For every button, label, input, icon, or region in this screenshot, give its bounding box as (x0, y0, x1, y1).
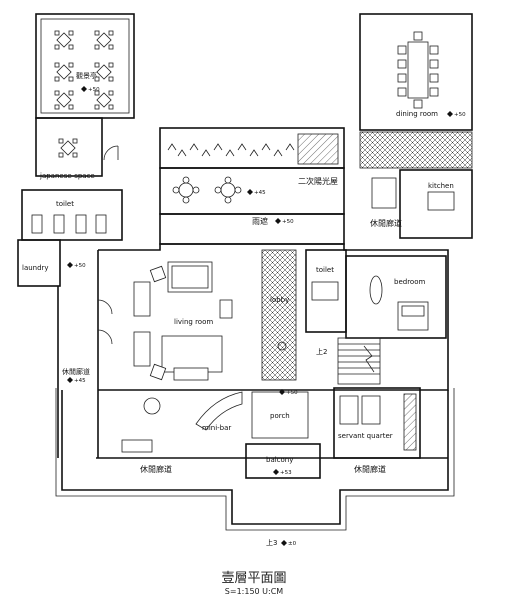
corridor-left-label: 休閒廊道 (62, 367, 90, 376)
japanese-space-label: japanese-space (39, 172, 95, 180)
balcony-level: +53 (280, 470, 292, 476)
passage: 雨遮 +50 (159, 213, 345, 245)
courtyard-label: 二次陽光屋 (298, 176, 338, 186)
gazebo-label: 觀景亭 (76, 71, 97, 80)
laundry-label: laundry (22, 264, 49, 272)
right-rooms: toilet bedroom (305, 249, 447, 339)
corridor-bottom-right-label: 休閒廊道 (354, 464, 386, 474)
corridor-bottom-left-label: 休閒廊道 (140, 464, 172, 474)
passage-label: 雨遮 (252, 216, 268, 226)
left-service-block: toilet laundry +50 (17, 189, 123, 287)
dining-room-area: dining room +50 (359, 13, 473, 169)
mini-bar-label: mini-bar (202, 424, 231, 432)
laundry-level: +50 (74, 263, 86, 269)
living-room-label: living room (174, 318, 213, 326)
lobby-label: lobby (270, 296, 289, 304)
lobby-area: lobby (261, 249, 297, 381)
corridor-left-level: +45 (74, 378, 86, 384)
stair-area: 上2 (316, 337, 381, 385)
entry-label: 上3 (266, 538, 277, 547)
courtyard-level: +45 (254, 190, 266, 196)
balcony-label: balcony (266, 456, 293, 464)
kitchen-label: kitchen (428, 182, 454, 190)
bottom-veranda: 休閒廊道 休閒廊道 balcony +53 上3 ±0 (55, 388, 455, 547)
porch-label: porch (270, 412, 290, 420)
plan-title: 壹層平面圖 (221, 571, 286, 586)
bedroom-label: bedroom (394, 278, 425, 286)
left-corridor: 休閒廊道 +45 (57, 250, 113, 458)
stair-label: 上2 (316, 347, 327, 356)
sunroom-area: +45 二次陽光屋 (159, 167, 345, 215)
gazebo-level: +50 (88, 87, 100, 93)
living-room-area: living room (121, 261, 233, 453)
gazebo-area: 觀景亭 +50 (35, 13, 135, 119)
passage-level: +50 (282, 219, 294, 225)
servant-quarter-area: servant quarter (333, 387, 421, 459)
corridor-right-label: 休閒廊道 (370, 218, 402, 228)
toilet-right-label: toilet (316, 266, 334, 274)
courtyard-strip (159, 127, 345, 169)
entry-level: ±0 (288, 541, 297, 547)
kitchen-area: kitchen 休閒廊道 (370, 169, 473, 239)
toilet-left-label: toilet (56, 200, 74, 208)
porch-area: porch +50 (251, 389, 309, 439)
servant-quarter-label: servant quarter (338, 432, 393, 440)
japanese-space-area: japanese-space (35, 117, 119, 180)
porch-level: +50 (286, 390, 298, 396)
dining-room-label: dining room (396, 110, 438, 118)
dining-level: +50 (454, 112, 466, 118)
mini-bar-area: mini-bar (195, 391, 243, 432)
plan-scale: S=1:150 U:CM (225, 587, 284, 596)
